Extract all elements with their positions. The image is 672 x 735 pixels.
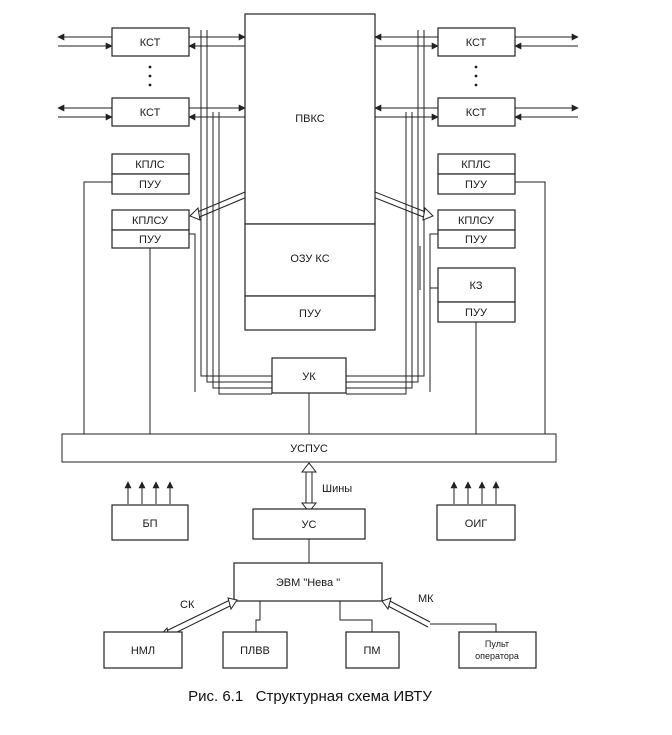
center-puu-block [244,295,376,331]
center-puu-label: ПУУ [299,308,322,320]
pult-operatora-block [458,631,537,669]
nml-label: НМЛ [131,645,155,657]
kst-left-1 [111,27,190,57]
kst-left-1-label: КСТ [140,37,161,49]
kz-block [437,267,516,303]
ozu-ks-block [244,223,376,297]
wiring [83,30,546,434]
evm-peripheral-lines [255,601,497,632]
kst-right-1-label: КСТ [466,37,487,49]
puu-left-1 [111,173,190,195]
kst-right-2-label: КСТ [466,107,487,119]
mk-label: МК [418,593,434,605]
plvv-block [222,631,288,669]
kst-right-2 [437,97,516,127]
kplsu-link-right [372,191,434,221]
bp-block [111,504,189,541]
kst-left-2 [111,97,190,127]
oig-block [436,504,516,541]
us-block [252,508,366,540]
puu-right-3 [437,301,516,323]
kpls-right-label: КПЛС [461,159,491,171]
pult-line2: оператора [475,651,519,661]
puu-right-1-label: ПУУ [465,179,488,191]
pm-label: ПМ [363,645,380,657]
uk-label: УК [302,371,316,383]
uspus-label: УСПУС [290,443,328,455]
kplsu-right-label: КПЛСУ [458,215,495,227]
kplsu-link-left [189,191,248,221]
plvv-label: ПЛВВ [240,645,270,657]
bp-label: БП [142,518,157,530]
evm-neva-label: ЭВМ "Нева " [276,577,340,589]
pvks-block [244,13,376,225]
puu-left-2-label: ПУУ [139,234,162,246]
kst-left-2-label: КСТ [140,107,161,119]
bp-arrows [124,481,174,504]
ellipsis-dots [148,65,478,87]
oig-arrows [450,481,500,504]
shiny-arrow [300,462,318,513]
puu-left-1-label: ПУУ [139,179,162,191]
nml-block [103,631,183,669]
us-label: УС [302,519,317,531]
puu-right-1 [437,173,516,195]
sk-label: СК [180,599,195,611]
ozu-ks-label: ОЗУ КС [290,253,329,265]
shiny-label: Шины [322,483,352,495]
pm-block [345,631,400,669]
pult-line1: Пульт [485,639,509,649]
kpls-left-label: КПЛС [135,159,165,171]
kplsu-left-label: КПЛСУ [132,215,169,227]
uspus-bus [61,433,557,463]
puu-right-3-label: ПУУ [465,307,488,319]
left-kst-to-center-lines [188,33,246,121]
right-kst-external-lines [514,33,579,121]
kst-right-1 [437,27,516,57]
right-kst-to-center-lines [374,33,439,121]
mk-arrow [381,597,431,628]
evm-neva-block [233,562,383,602]
kz-label: КЗ [470,280,483,292]
figure-caption: Рис. 6.1 Структурная схема ИВТУ [188,688,432,705]
left-kst-external-lines [57,33,113,121]
oig-label: ОИГ [465,518,487,530]
uk-block [271,357,347,394]
puu-right-2 [437,229,516,249]
pvks-label: ПВКС [295,113,325,125]
puu-left-2 [111,229,190,249]
puu-right-2-label: ПУУ [465,234,488,246]
